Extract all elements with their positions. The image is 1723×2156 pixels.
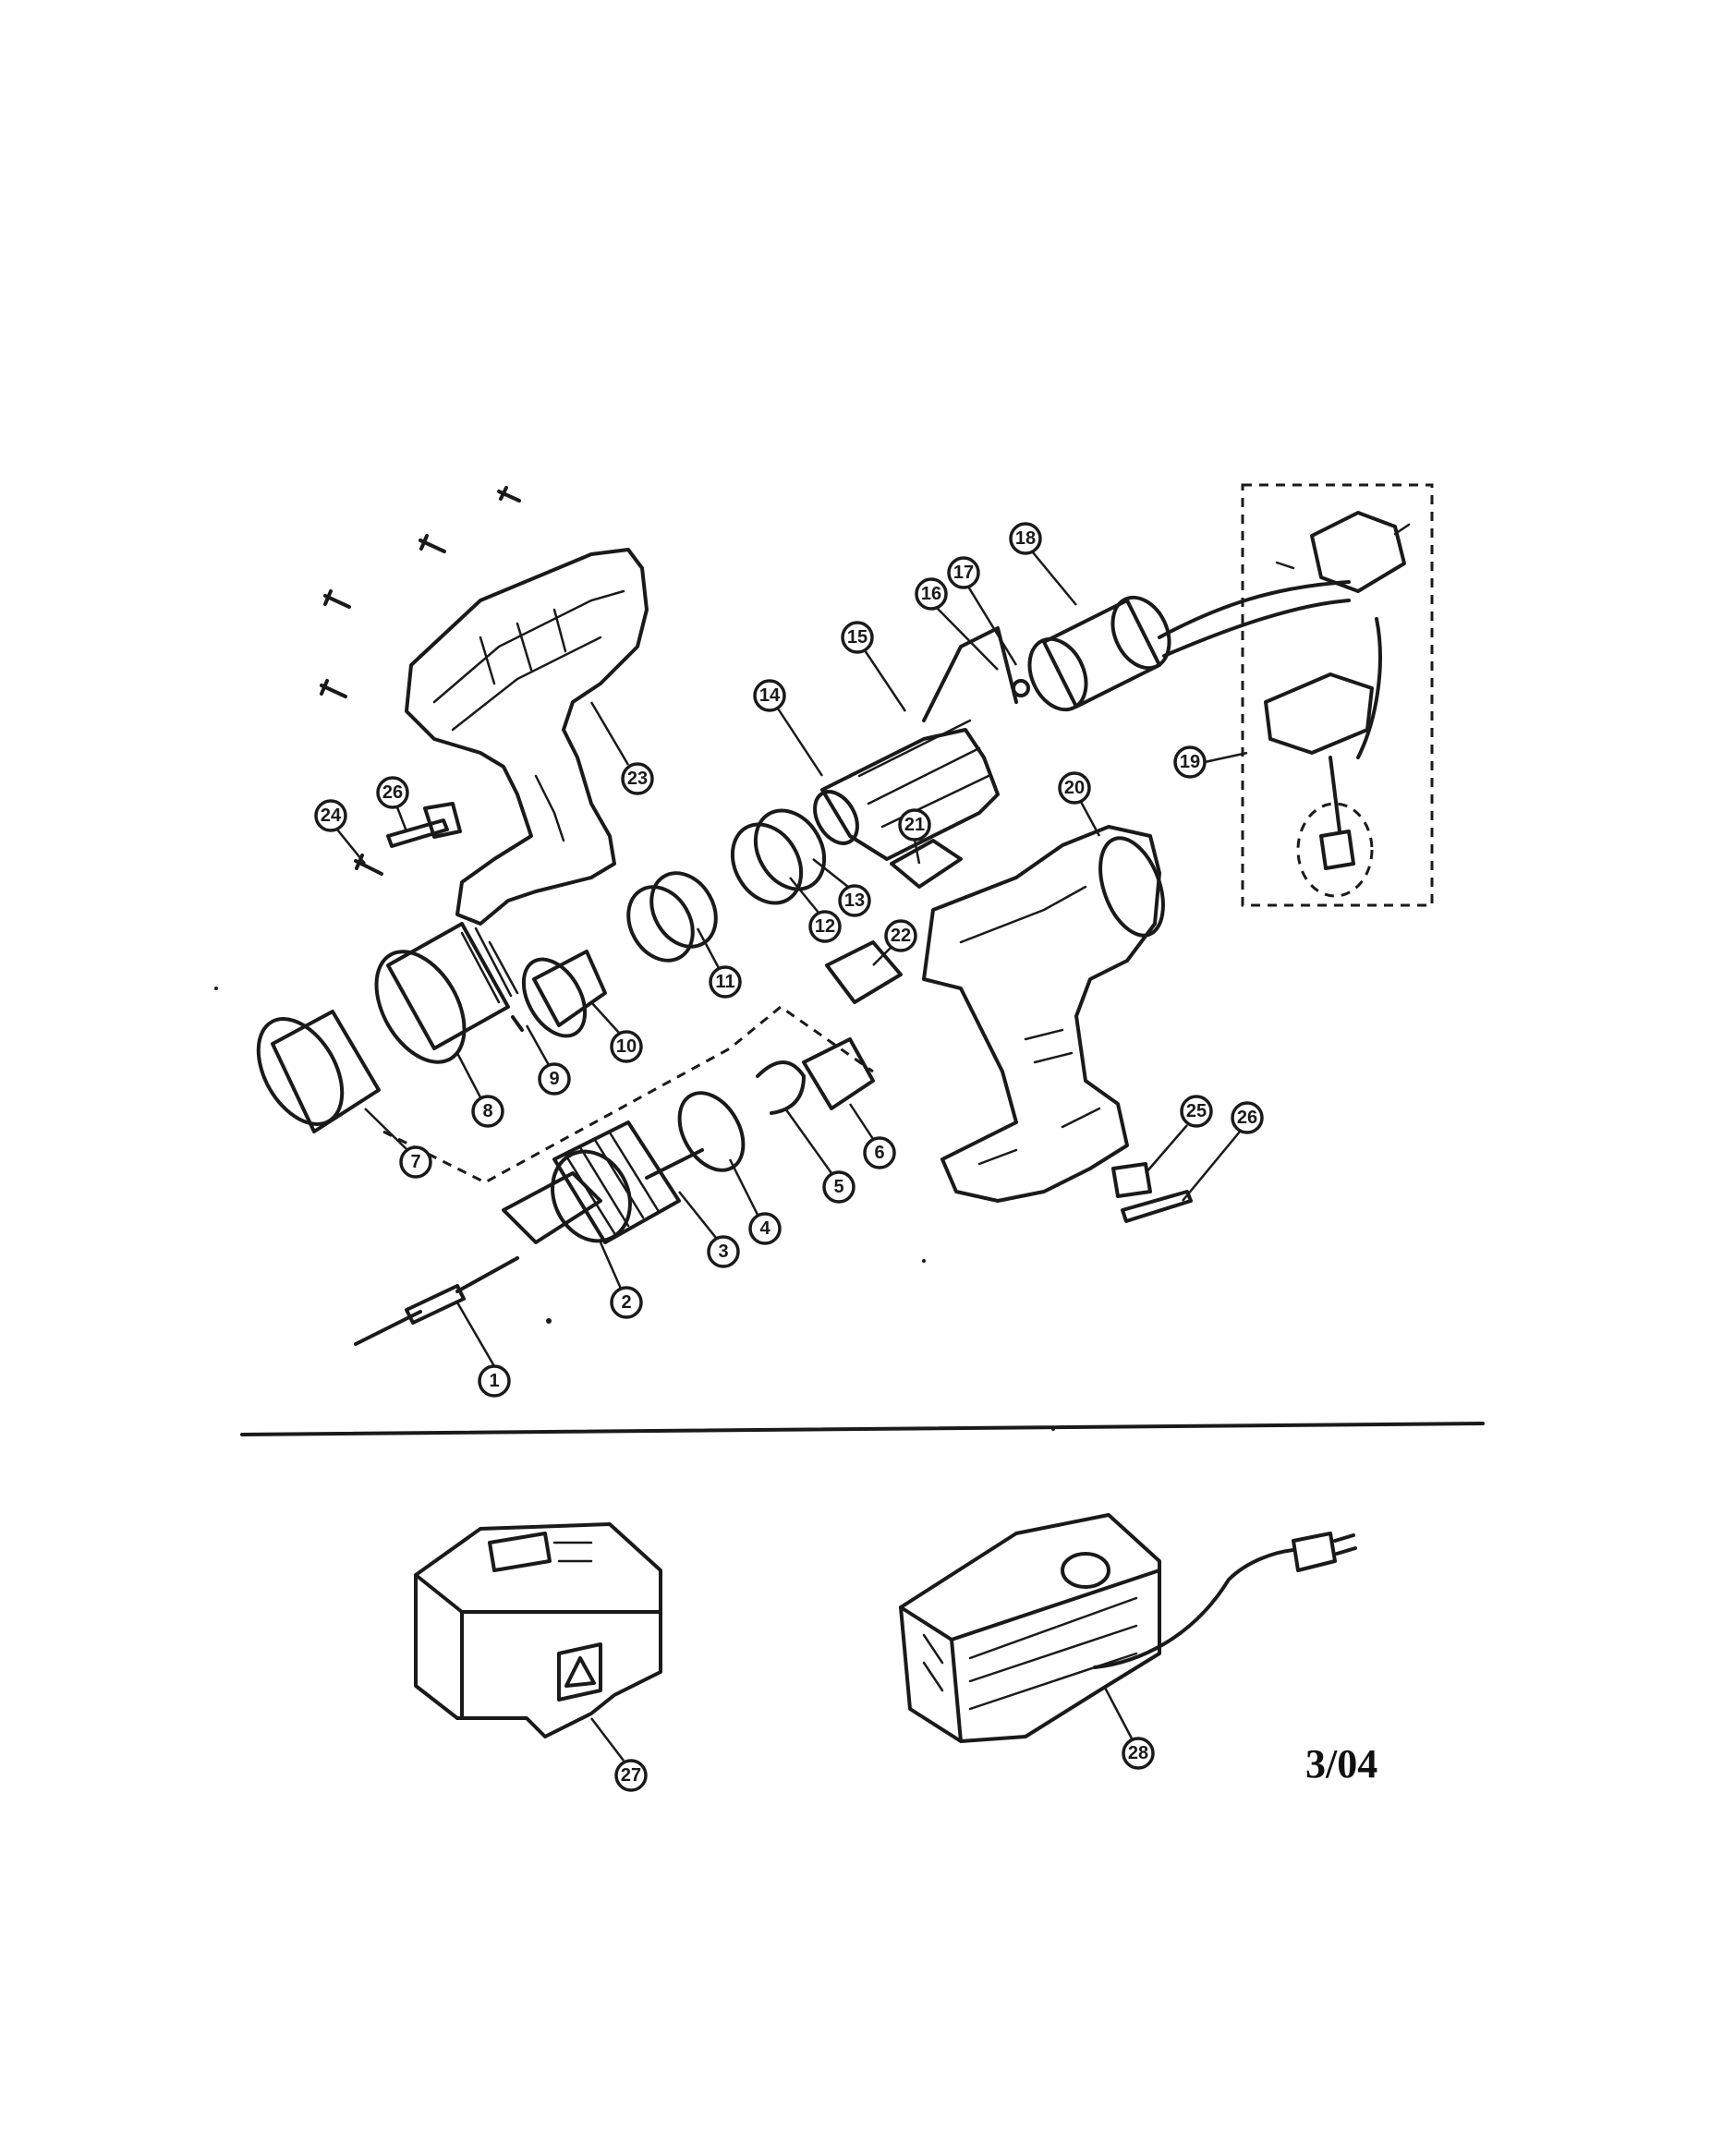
callout-25: 25 [1180,1095,1213,1128]
print-specks [214,987,1055,1431]
svg-text:4: 4 [759,1218,770,1239]
callout-18: 18 [1009,522,1042,555]
driver-bit [354,1256,519,1346]
svg-text:14: 14 [759,685,781,706]
leader-28 [1102,1685,1134,1739]
battery-charger [899,1513,1357,1743]
svg-text:3: 3 [718,1242,728,1262]
assembly-guide-line [382,1005,874,1184]
switch-assembly-box [1241,483,1434,907]
keyless-chuck [502,1120,681,1244]
callout-17: 17 [947,556,980,589]
svg-text:7: 7 [410,1152,420,1172]
callout-12: 12 [808,910,842,943]
svg-text:19: 19 [1180,752,1200,772]
leader-27 [590,1717,625,1762]
svg-text:17: 17 [953,563,974,583]
callout-6: 6 [863,1136,896,1169]
date-code: 3/04 [1305,1741,1378,1787]
callout-4: 4 [748,1212,782,1245]
svg-text:16: 16 [921,584,941,604]
svg-text:24: 24 [321,805,342,826]
clutch-assembly [256,808,827,1133]
small-parts-right [825,839,1193,1223]
callout-26-left: 26 [376,776,409,809]
svg-text:26: 26 [382,782,403,803]
svg-text:23: 23 [627,769,648,789]
callout-27: 27 [614,1759,648,1792]
motor [1012,580,1351,712]
callout-16: 16 [915,577,948,611]
left-housing-half [405,548,649,926]
svg-text:13: 13 [844,890,865,911]
battery-pack [414,1522,662,1738]
svg-text:22: 22 [891,926,911,946]
svg-text:21: 21 [904,815,925,835]
svg-text:8: 8 [482,1101,492,1121]
svg-text:26: 26 [1237,1108,1257,1128]
callout-10: 10 [610,1030,643,1063]
svg-text:10: 10 [616,1036,637,1057]
callout-5: 5 [822,1170,855,1204]
svg-text:6: 6 [874,1143,884,1163]
washers [645,1037,875,1180]
housing-screws [320,486,521,698]
svg-text:11: 11 [715,972,734,992]
svg-text:2: 2 [621,1292,631,1313]
callout-1: 1 [478,1364,511,1398]
svg-text:27: 27 [621,1765,641,1786]
svg-text:12: 12 [815,916,835,937]
callout-2: 2 [610,1286,643,1319]
callout-8: 8 [471,1095,504,1128]
callout-21: 21 [898,808,931,842]
callout-28: 28 [1122,1737,1155,1770]
callout-7: 7 [399,1145,432,1179]
callout-11: 11 [709,965,742,999]
callout-26-right: 26 [1231,1101,1264,1134]
callout-3: 3 [707,1235,740,1268]
callout-19: 19 [1173,745,1207,779]
svg-text:20: 20 [1064,778,1085,798]
small-parts-left [354,802,462,876]
svg-text:25: 25 [1186,1101,1207,1121]
callout-23: 23 [621,762,654,795]
leader-lines [336,551,1248,1367]
callout-13: 13 [838,884,871,917]
callout-9: 9 [538,1062,571,1096]
callout-15: 15 [841,621,874,654]
callout-14: 14 [753,679,786,712]
svg-text:15: 15 [847,627,868,648]
svg-text:18: 18 [1015,528,1036,549]
section-divider [240,1422,1485,1436]
right-housing-body [922,825,1165,1203]
svg-text:5: 5 [833,1177,843,1197]
svg-text:1: 1 [489,1371,499,1391]
svg-text:28: 28 [1128,1743,1148,1763]
callout-24: 24 [314,799,347,832]
callout-22: 22 [884,919,917,952]
callout-20: 20 [1058,771,1091,805]
svg-text:9: 9 [549,1069,559,1089]
